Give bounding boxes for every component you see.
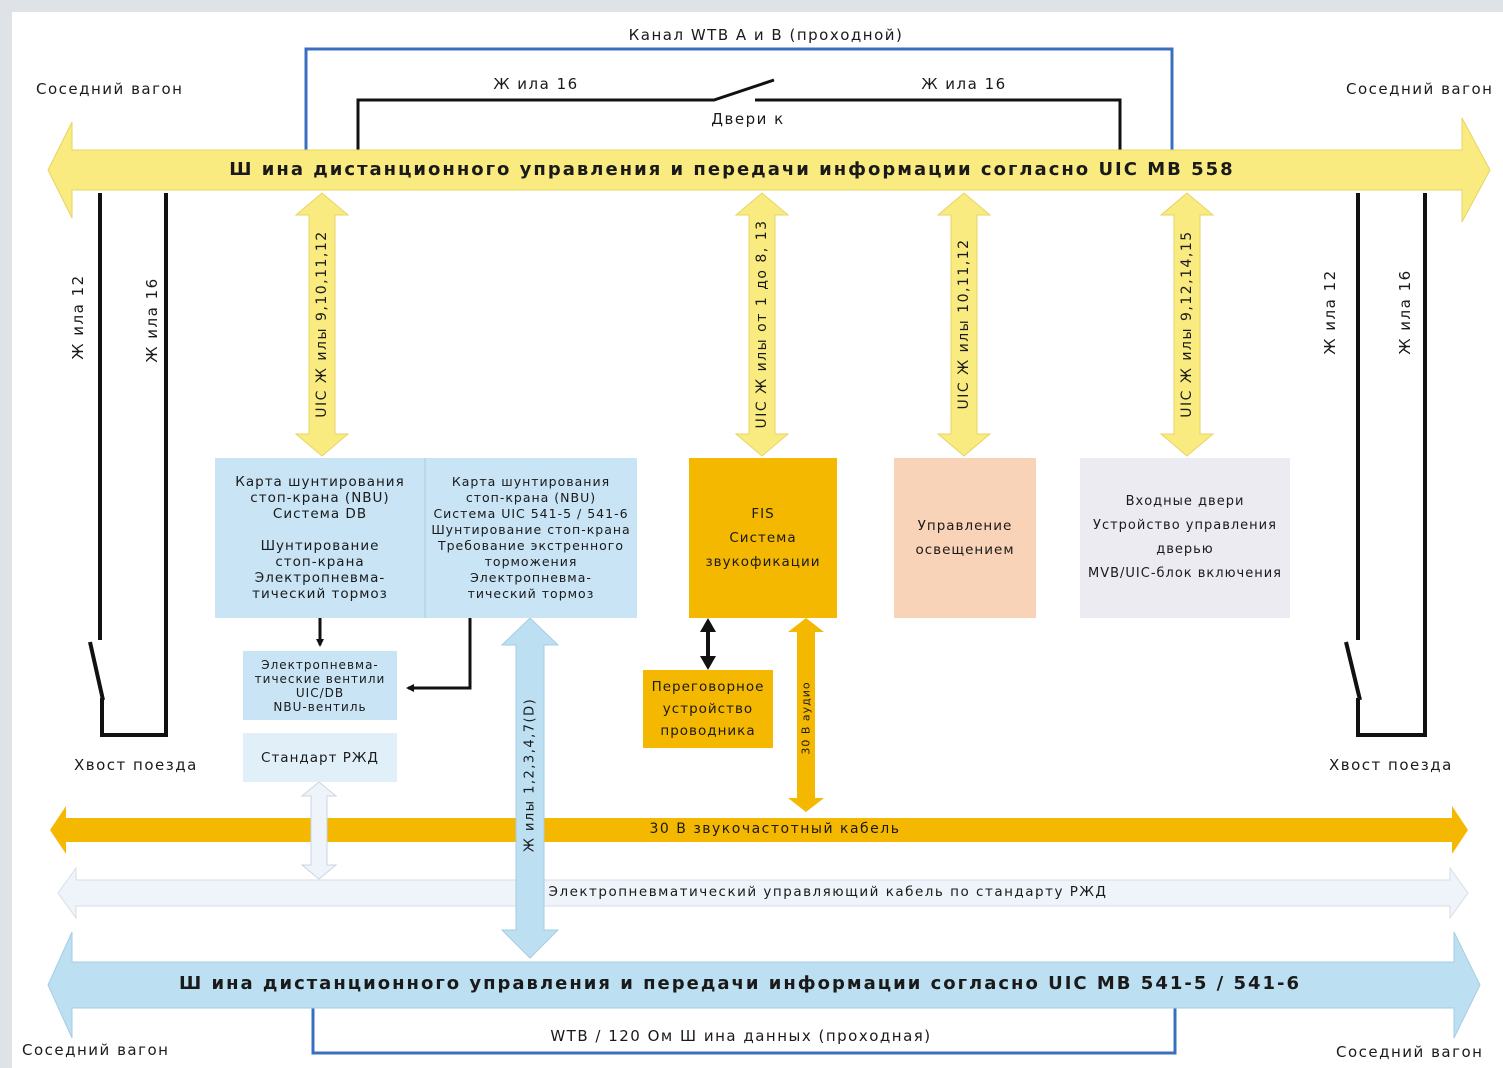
box-text-line: проводника <box>660 723 756 739</box>
box-text-line: Электропневма- <box>470 570 592 585</box>
connector-label-c4: UIC Ж илы 9,12,14,15 <box>1179 230 1195 418</box>
box-text-line: тический тормоз <box>467 586 595 601</box>
door-switch-label: Двери к <box>711 110 785 128</box>
box-text-line: Переговорное <box>651 679 765 695</box>
connector-label-c1: UIC Ж илы 9,10,11,12 <box>314 230 330 418</box>
box-text-line: NBU-вентиль <box>273 699 367 714</box>
box-nbu-uic-bg <box>425 458 637 618</box>
wtb-data-bus-line <box>311 985 1177 1055</box>
core16-door-wire-right <box>755 98 1122 170</box>
box-text-line: тические вентили <box>254 671 386 686</box>
box-text-line: Требование экстренного <box>437 538 624 553</box>
box-text-line <box>317 522 322 538</box>
wtb-channel-label: Канал WTB А и В (проходной) <box>628 26 904 44</box>
box-text-line: устройство <box>662 701 754 717</box>
neighbor-car-top-right: Соседний вагон <box>1346 80 1494 98</box>
ep-rzd-bus-label: Электропневматический управляющий кабель… <box>548 884 1108 900</box>
connector-arrow-c4 <box>1159 192 1215 457</box>
arrow-nbu-uic-to-valves <box>406 617 472 692</box>
box-text-line: Устройство управления <box>1093 518 1277 533</box>
left-tail-switch <box>88 641 105 701</box>
box-doors-bg <box>1080 458 1290 618</box>
wtb-channel-line <box>304 47 1174 170</box>
connector-arrow-c1 <box>294 192 350 457</box>
neighbor-car-bottom-right: Соседний вагон <box>1336 1043 1484 1061</box>
connector-arrow-c3 <box>936 192 992 457</box>
rzd-arrow <box>300 781 338 880</box>
box-text-line: тический тормоз <box>252 586 388 602</box>
box-text-line: стоп-крана (NBU) <box>250 490 390 506</box>
box-fis: FIS Система звукофикации <box>689 458 837 618</box>
box-text-line: торможения <box>484 554 578 569</box>
box-text-line: UIC/DB <box>295 685 345 700</box>
left-core16-wire <box>100 193 168 737</box>
box-text-line: стоп-крана (NBU) <box>465 490 597 505</box>
uic558-bus-arrow <box>47 117 1491 223</box>
box-fis-bg <box>689 458 837 618</box>
uic558-bus-label: Ш ина дистанционного управления и переда… <box>229 159 1235 180</box>
right-core12-label: Ж ила 12 <box>1321 269 1339 355</box>
train-tail-right: Хвост поезда <box>1329 756 1453 774</box>
box-valves-bg <box>243 651 397 720</box>
box-lighting-bg <box>894 458 1036 618</box>
connector-label-c3: UIC Ж илы 10,11,12 <box>956 238 972 410</box>
uic541-bus-arrow <box>47 931 1481 1039</box>
box-text-line: Система <box>729 530 797 546</box>
box-text-line: звукофикации <box>705 554 821 570</box>
train-tail-left: Хвост поезда <box>74 756 198 774</box>
right-core16-label: Ж ила 16 <box>1396 269 1414 355</box>
cores-d-arrow <box>500 617 560 959</box>
box-intercom: Переговорное устройство проводника <box>643 670 773 748</box>
box-lighting: Управление освещением <box>894 458 1036 618</box>
connector-label-c2: UIC Ж илы от 1 до 8, 13 <box>754 219 770 429</box>
core16-right-label: Ж ила 16 <box>921 75 1007 93</box>
audio-bus-label: 30 В звукочастотный кабель <box>649 821 901 837</box>
audio30-arrow <box>788 618 824 812</box>
uic541-bus-label: Ш ина дистанционного управления и переда… <box>178 973 1302 994</box>
box-rzd-bg <box>243 733 397 782</box>
box-text-line: стоп-крана <box>275 554 365 570</box>
neighbor-car-bottom-left: Соседний вагон <box>22 1041 170 1059</box>
right-tail-switch <box>1344 641 1362 701</box>
audio-bus-arrow <box>50 806 1468 854</box>
core16-door-wire-left <box>356 78 775 170</box>
audio30-label: 30 В аудио <box>799 681 813 755</box>
fis-intercom-arrowhead-up <box>700 618 716 632</box>
box-text-line: дверью <box>1156 542 1214 557</box>
cores-d-label: Ж илы 1,2,3,4,7(D) <box>522 697 538 853</box>
box-nbu-db-bg <box>215 458 425 618</box>
wtb-data-bus-label: WTB / 120 Ом Ш ина данных (проходная) <box>550 1027 932 1045</box>
box-intercom-bg <box>643 670 773 748</box>
box-text-line: Входные двери <box>1125 494 1245 509</box>
fis-intercom-arrowhead-down <box>700 656 716 670</box>
core16-left-label: Ж ила 16 <box>493 75 579 93</box>
box-text-line: Шунтирование стоп-крана <box>431 522 631 537</box>
left-core16-label: Ж ила 16 <box>143 277 161 363</box>
box-text-line: освещением <box>915 542 1015 558</box>
box-text-line: Управление <box>917 518 1013 534</box>
box-text-line: Карта шунтирования <box>451 474 611 489</box>
box-text-line: Система DB <box>272 506 368 522</box>
right-core16-wire <box>1356 193 1427 737</box>
box-text-line: Карта шунтирования <box>235 474 405 490</box>
box-text-line: Электропневма- <box>261 657 379 672</box>
neighbor-car-top-left: Соседний вагон <box>36 80 184 98</box>
box-text-line: Шунтирование <box>260 538 380 554</box>
box-text-line: FIS <box>751 506 775 522</box>
left-core12-label: Ж ила 12 <box>69 274 87 360</box>
box-rzd: Стандарт РЖД <box>243 733 397 782</box>
box-text-line: Система UIC 541-5 / 541-6 <box>433 506 629 521</box>
box-text-line: Стандарт РЖД <box>261 749 379 766</box>
ep-rzd-bus-arrow <box>57 866 1469 920</box>
box-text-line: MVB/UIC-блок включения <box>1087 566 1282 581</box>
box-text-line: Электропневма- <box>254 570 386 586</box>
connector-arrow-c2 <box>734 192 790 457</box>
